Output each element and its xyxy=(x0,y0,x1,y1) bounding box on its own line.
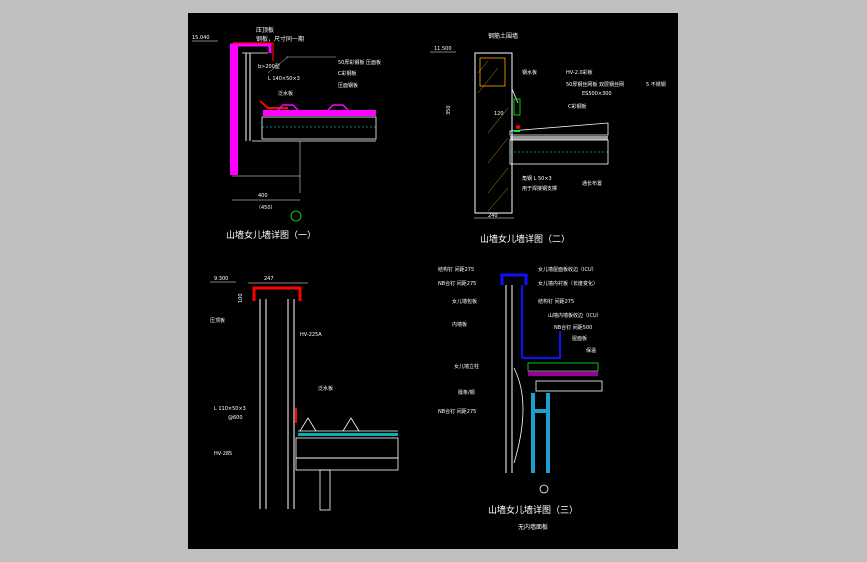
d2-note-9: 通长布置 xyxy=(582,180,602,187)
d1-parapet-wall xyxy=(230,45,238,175)
d4-note-1: NB合钉 间距275 xyxy=(438,280,476,287)
d2-note-0: 钢筋土围墙 xyxy=(488,32,518,40)
d3-beam xyxy=(295,437,399,459)
d2-note-4: 5 不锈钢 xyxy=(646,81,666,88)
detail-3: 9.300 247 100 压顶板 HV-225A 泛水板 L 110×50×3… xyxy=(210,276,399,511)
d1-coping xyxy=(230,43,272,53)
d2-dim-small: 120 xyxy=(494,111,504,117)
detail-1: 15.040 压顶板 钢板，尺寸同一期 b>200型 L 140×50×3 泛水… xyxy=(192,26,381,241)
d4-note-0: 结构钉 间距275 xyxy=(438,266,474,273)
d4-note-5: 檩条/钢 xyxy=(458,389,475,396)
detail-4: 结构钉 间距275 NB合钉 间距275 女儿墙包板 内墙板 女儿墙立柱 檩条/… xyxy=(438,266,603,531)
d2-note-6: C彩钢板 xyxy=(568,103,587,110)
d2-note-5: ES500×300 xyxy=(582,91,612,97)
d4-title: 山墙女儿墙详图（三） xyxy=(488,504,578,516)
d2-dim-w: 240 xyxy=(488,213,498,219)
d4-subtitle: 无内墙面板 xyxy=(518,523,548,531)
drawing-canvas: 15.040 压顶板 钢板，尺寸同一期 b>200型 L 140×50×3 泛水… xyxy=(188,13,678,549)
d4-note-12: 屋面板 xyxy=(572,335,587,342)
d4-coping xyxy=(500,273,528,285)
d1-title: 山墙女儿墙详图（一） xyxy=(226,229,316,241)
detail-2: 11.500 钢筋土围墙 钢水板 HV-2.0彩板 50厚钢丝网板 双层钢丝网 … xyxy=(430,32,666,245)
d3-note-5: HV-285 xyxy=(214,451,232,457)
d4-note-11: NB合钉 间距500 xyxy=(554,324,592,331)
d1-note-1: 钢板，尺寸同一期 xyxy=(256,35,304,43)
d4-note-6: NB合钉 间距275 xyxy=(438,408,476,415)
d1-dim-b: （450） xyxy=(256,205,276,211)
d2-elevation: 11.500 xyxy=(434,46,452,52)
d4-note-2: 女儿墙包板 xyxy=(452,298,477,305)
d1-purlin xyxy=(261,116,377,140)
d4-note-8: 女儿墙内衬板（长度变化） xyxy=(538,280,598,287)
d4-note-10: 山墙内墙板收边（ICU） xyxy=(548,312,602,319)
d3-note-1: HV-225A xyxy=(300,332,322,338)
d3-elevation: 9.300 xyxy=(214,276,228,282)
d4-note-13: 保温 xyxy=(586,347,596,354)
d3-note-3: L 110×50×3 xyxy=(214,406,246,412)
d1-note-2: b>200型 xyxy=(258,63,280,70)
d2-note-7: 角钢 L 50×3 xyxy=(522,175,552,182)
d2-dim-h: 350 xyxy=(446,105,452,115)
d1-note-6: C彩钢板 xyxy=(338,70,357,77)
d3-dim-left: 100 xyxy=(238,293,244,303)
d4-note-4: 女儿墙立柱 xyxy=(454,363,479,370)
d2-note-2: HV-2.0彩板 xyxy=(566,69,593,76)
d3-dim-top: 247 xyxy=(264,276,274,282)
drawing-svg: 15.040 压顶板 钢板，尺寸同一期 b>200型 L 140×50×3 泛水… xyxy=(192,26,666,531)
d3-note-0: 压顶板 xyxy=(210,317,225,324)
d4-note-7: 女儿墙屋面板收边（ICU） xyxy=(538,266,597,273)
d3-note-4: @600 xyxy=(228,415,243,421)
d4-note-9: 结构钉 间距275 xyxy=(538,298,574,305)
d1-note-0: 压顶板 xyxy=(256,26,274,34)
d2-note-8: 用于焊接钢支撑 xyxy=(522,185,557,192)
d2-note-3: 50厚钢丝网板 双层钢丝网 xyxy=(566,81,624,88)
d2-concrete-wall xyxy=(474,52,513,214)
d1-elevation: 15.040 xyxy=(192,35,210,41)
d2-title: 山墙女儿墙详图（二） xyxy=(480,233,570,245)
d3-coping xyxy=(252,286,302,301)
d2-note-1: 钢水板 xyxy=(522,69,537,76)
d1-note-5: 50厚彩钢板 压面板 xyxy=(338,59,381,66)
d1-dim-a: 400 xyxy=(258,193,268,199)
d4-note-3: 内墙板 xyxy=(452,321,467,328)
d3-note-2: 泛水板 xyxy=(318,385,333,392)
d1-note-4: 泛水板 xyxy=(278,90,293,97)
d1-note-7: 压面钢板 xyxy=(338,82,358,89)
d1-note-3: L 140×50×3 xyxy=(268,76,300,82)
d1-roof-panel xyxy=(263,110,376,116)
